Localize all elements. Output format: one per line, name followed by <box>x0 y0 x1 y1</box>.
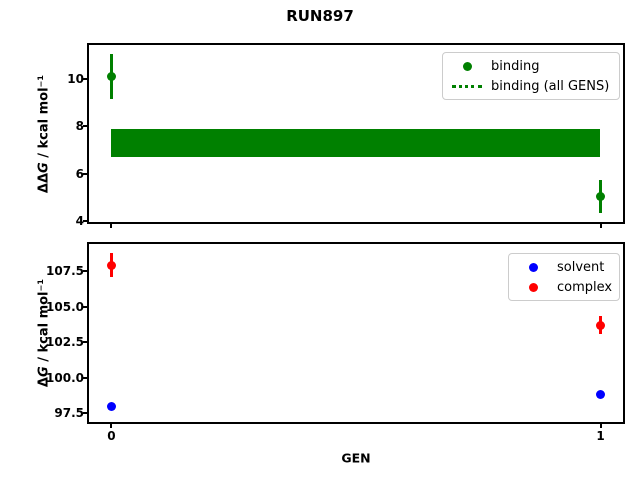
y-tick-label: 97.5 <box>54 406 84 421</box>
solvent-legend-handle <box>517 262 549 272</box>
complex-legend-label: complex <box>557 279 613 295</box>
binding-legend: binding binding (all GENS) <box>442 52 620 100</box>
y-tick-label: 105.0 <box>46 299 84 314</box>
dg-axis-label-units: / kcal mol⁻¹ <box>36 278 52 367</box>
legend-item-binding: binding <box>443 56 619 76</box>
x-tick-mark <box>599 224 602 228</box>
top-plot-area: 4 6 8 10 <box>67 45 623 228</box>
y-tick-label: 10 <box>67 71 84 86</box>
y-tick-label: 107.5 <box>46 264 84 279</box>
y-tick-label: 8 <box>75 119 84 134</box>
x-tick-mark <box>110 424 113 428</box>
bottom-plot-area: 97.5 100.0 102.5 105.0 107.5 0 1 <box>46 244 623 442</box>
binding-all-gens-legend-handle <box>451 84 483 88</box>
binding-point <box>596 191 605 201</box>
y-tick-label: 4 <box>75 214 84 229</box>
binding-legend-handle <box>451 61 483 71</box>
complex-point <box>596 320 605 330</box>
x-tick-mark <box>599 424 602 428</box>
y-tick-label: 100.0 <box>46 370 84 385</box>
legend-item-complex: complex <box>509 277 619 297</box>
solvent-legend-label: solvent <box>557 259 605 275</box>
binding-all-gens-band <box>111 128 601 158</box>
y-tick-mark <box>83 125 87 128</box>
y-tick-mark <box>83 412 87 415</box>
y-tick-mark <box>83 376 87 379</box>
binding-point <box>106 72 116 82</box>
y-tick-label: 102.5 <box>46 335 84 350</box>
dg-axis-label-prefix: Δ <box>36 377 52 388</box>
y-tick-mark <box>83 341 87 344</box>
y-tick-mark <box>83 220 87 223</box>
y-tick-mark <box>83 172 87 175</box>
binding-all-gens-legend-label: binding (all GENS) <box>491 78 610 94</box>
binding-legend-label: binding <box>491 58 540 74</box>
solvent-marker-icon <box>528 262 538 272</box>
ddg-axis-label-units: / kcal mol⁻¹ <box>36 74 52 163</box>
complex-point <box>106 260 116 270</box>
ddg-axis-label-prefix: ΔΔ <box>36 172 52 194</box>
y-tick-label: 6 <box>75 166 84 181</box>
x-tick-label: 0 <box>107 429 116 443</box>
legend-item-solvent: solvent <box>509 257 619 277</box>
ddg-axis-label: ΔΔG / kcal mol⁻¹ <box>37 75 52 193</box>
legend-item-binding-all-gens: binding (all GENS) <box>443 76 619 96</box>
solvent-point <box>106 401 116 411</box>
y-tick-mark <box>83 305 87 308</box>
x-tick-mark <box>110 224 113 228</box>
gen-axis-label: GEN <box>341 450 371 466</box>
dg-axis-label: ΔG / kcal mol⁻¹ <box>37 279 52 387</box>
ddg-axis-label-var: G <box>36 162 52 173</box>
x-tick-label: 1 <box>596 429 605 443</box>
y-tick-mark <box>83 77 87 80</box>
figure-title: RUN897 <box>286 7 354 25</box>
dg-axis-label-var: G <box>36 366 52 378</box>
complex-legend-handle <box>517 282 549 292</box>
complex-marker-icon <box>528 282 538 292</box>
solvent-complex-legend: solvent complex <box>508 253 620 301</box>
binding-marker-icon <box>462 61 472 71</box>
solvent-point <box>596 390 605 400</box>
y-tick-mark <box>83 270 87 273</box>
dotted-line-icon <box>452 84 482 88</box>
